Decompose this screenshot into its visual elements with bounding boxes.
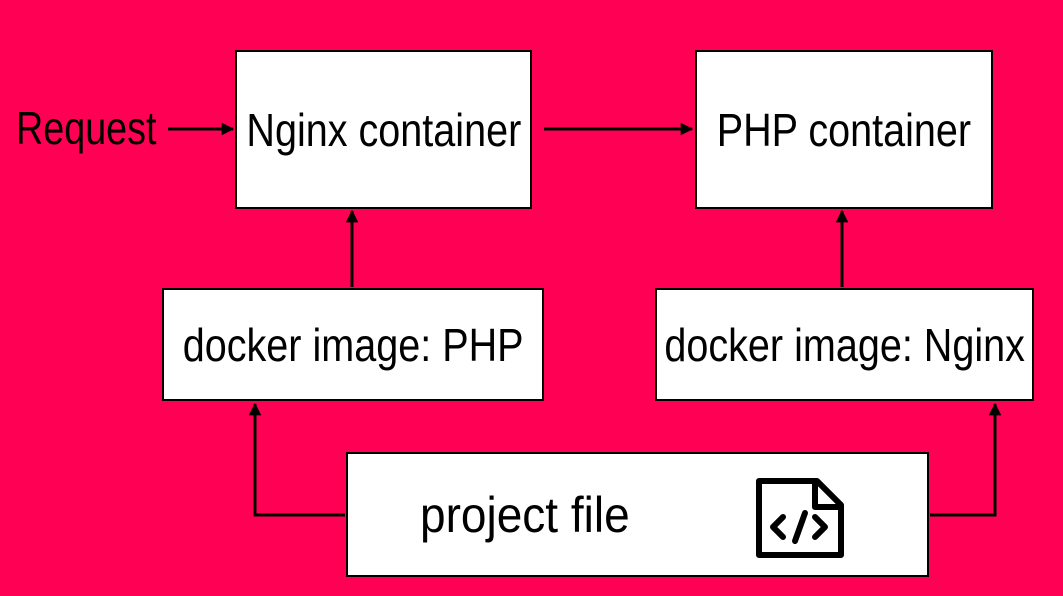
nginx-container-node: Nginx container [235, 50, 532, 209]
docker-image-php-node: docker image: PHP [162, 288, 544, 401]
project-file-to-php-image-connector [248, 402, 345, 517]
docker-image-nginx-label: docker image: Nginx [664, 318, 1025, 371]
request-label: Request [16, 102, 157, 154]
docker-image-php-label: docker image: PHP [182, 318, 524, 371]
docker-image-nginx-node: docker image: Nginx [655, 288, 1034, 401]
nginx-container-label: Nginx container [246, 103, 521, 156]
php-container-label: PHP container [716, 103, 972, 156]
project-file-label: project file [420, 486, 630, 543]
project-file-node: project file [346, 452, 929, 577]
code-file-icon [756, 478, 844, 558]
project-file-to-nginx-image-connector [930, 402, 1002, 517]
php-container-node: PHP container [695, 50, 993, 209]
